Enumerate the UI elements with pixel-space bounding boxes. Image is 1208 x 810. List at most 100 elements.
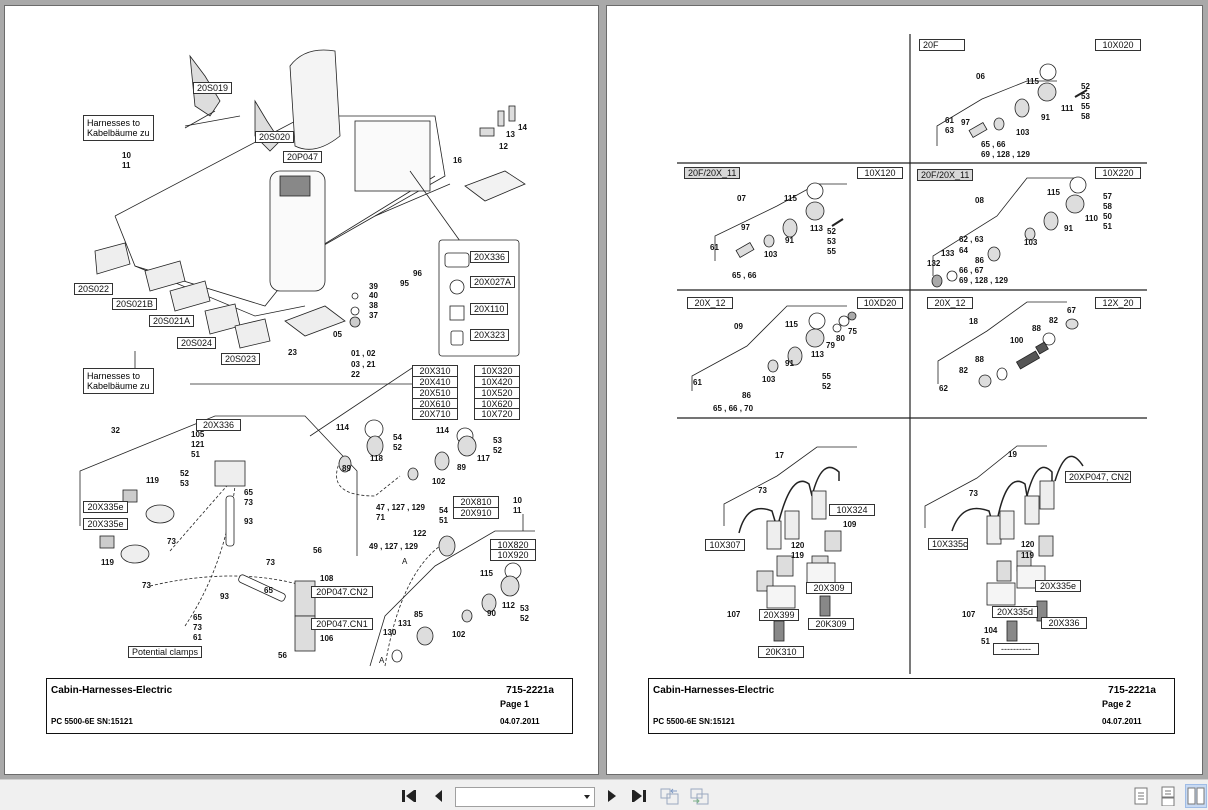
part-number: 40: [369, 291, 378, 300]
component-20X309: 20X309: [806, 582, 852, 594]
part-number: 112: [502, 601, 515, 610]
part-number: 105: [191, 430, 205, 439]
part-number: 65 , 66: [732, 271, 757, 280]
part-number: 39: [369, 282, 378, 291]
component-20S021B: 20S021B: [112, 298, 158, 310]
part-number: 12: [499, 142, 508, 151]
part-number: 133: [941, 249, 955, 258]
exploded-drawing-page-2: [677, 34, 1147, 674]
part-number: 119: [101, 558, 114, 567]
part-number: 23: [288, 348, 297, 357]
two-page-icon: [1187, 787, 1205, 805]
title-block-page-2: Cabin-Harnesses-Electric PC 5500-6E SN:1…: [648, 678, 1175, 734]
part-number: 119: [1021, 551, 1034, 560]
part-number: 75: [848, 327, 857, 336]
drawing-date: 04.07.2011: [500, 717, 540, 726]
connector-ref-a: A: [402, 557, 408, 566]
drawing-date: 04.07.2011: [1102, 717, 1142, 726]
part-number: 52: [1081, 82, 1090, 91]
part-number: 54: [439, 506, 448, 515]
part-number: 54: [393, 433, 402, 442]
cell1-right-label: 10X020: [1095, 39, 1141, 51]
part-number: 10: [122, 151, 131, 160]
component-20X335e: 20X335e: [1035, 580, 1081, 592]
part-number: 65: [193, 613, 202, 622]
part-number: 88: [975, 355, 984, 364]
part-number: 103: [1024, 238, 1038, 247]
part-number: 117: [477, 454, 490, 463]
part-number: 132: [927, 259, 941, 268]
component-20S022: 20S022: [74, 283, 114, 295]
last-page-icon: [632, 790, 646, 802]
part-number: 47 , 127 , 129: [376, 503, 425, 512]
part-number: 115: [1047, 188, 1060, 197]
single-page-icon: [1134, 787, 1148, 805]
part-number: 13: [506, 130, 515, 139]
viewer-toolbar: [0, 779, 1208, 810]
part-number: 65: [264, 586, 273, 595]
part-number: 10: [513, 496, 522, 505]
part-number: 32: [111, 426, 120, 435]
part-number: 01 , 02: [351, 349, 376, 358]
first-page-button[interactable]: [399, 786, 419, 806]
next-page-button[interactable]: [602, 786, 622, 806]
page-selector-dropdown[interactable]: [455, 787, 595, 807]
previous-view-button[interactable]: [660, 786, 680, 806]
part-number: 53: [180, 479, 189, 488]
component-20P047-CN2: 20P047.CN2: [311, 586, 373, 598]
part-number: 55: [1081, 102, 1090, 111]
part-number: 89: [342, 464, 351, 473]
component-20K310: 20K310: [758, 646, 804, 658]
part-number: 69 , 128 , 129: [959, 276, 1008, 285]
kit-number: 07: [737, 194, 746, 203]
component-20S024: 20S024: [177, 337, 217, 349]
part-number: 120: [1021, 540, 1035, 549]
harness-note-bottom: Harnesses to Kabelbäume zu: [83, 368, 154, 394]
component-20X910: 20X910: [453, 507, 499, 519]
view-continuous-button[interactable]: [1157, 784, 1179, 808]
part-number: 63: [945, 126, 954, 135]
part-number: 130: [383, 628, 397, 637]
part-number: 58: [1103, 202, 1112, 211]
part-number: 93: [220, 592, 229, 601]
part-number: 53: [520, 604, 529, 613]
part-number: 73: [758, 486, 767, 495]
part-number: 56: [313, 546, 322, 555]
part-number: 104: [984, 626, 998, 635]
part-number: 89: [457, 463, 466, 472]
potential-clamps-label: Potential clamps: [128, 646, 203, 658]
part-number: 62 , 63: [959, 235, 984, 244]
next-view-button[interactable]: [690, 786, 710, 806]
page-label: Page 1: [500, 699, 530, 709]
cell3-right-label: 10X220: [1095, 167, 1141, 179]
last-page-button[interactable]: [629, 786, 649, 806]
view-single-page-button[interactable]: [1130, 784, 1152, 808]
part-number: 73: [167, 537, 176, 546]
drawing-title: Cabin-Harnesses-Electric: [653, 685, 775, 696]
part-number: 52: [180, 469, 189, 478]
part-number: 113: [811, 350, 824, 359]
part-number: 53: [827, 237, 836, 246]
part-number: 91: [785, 236, 794, 245]
part-number: 14: [518, 123, 527, 132]
part-number: 37: [369, 311, 378, 320]
component-10X324: 10X324: [829, 504, 875, 516]
part-number: 115: [480, 569, 493, 578]
panel-20X110: 20X110: [470, 303, 509, 315]
part-number: 62: [939, 384, 948, 393]
part-number: 131: [398, 619, 412, 628]
cell2-right-label: 10X120: [857, 167, 903, 179]
cell3-left-label: 20F/20X_11: [917, 169, 974, 181]
view-two-page-button[interactable]: [1185, 784, 1207, 808]
previous-page-button[interactable]: [428, 786, 448, 806]
part-number: 05: [333, 330, 342, 339]
part-number: 118: [370, 454, 383, 463]
part-number: 120: [791, 541, 805, 550]
part-number: 73: [193, 623, 202, 632]
connector-box: 10X720: [474, 408, 520, 420]
part-number: 51: [439, 516, 448, 525]
part-number: 106: [320, 634, 334, 643]
part-number: 51: [191, 450, 200, 459]
part-number: 82: [959, 366, 968, 375]
part-number: 52: [827, 227, 836, 236]
